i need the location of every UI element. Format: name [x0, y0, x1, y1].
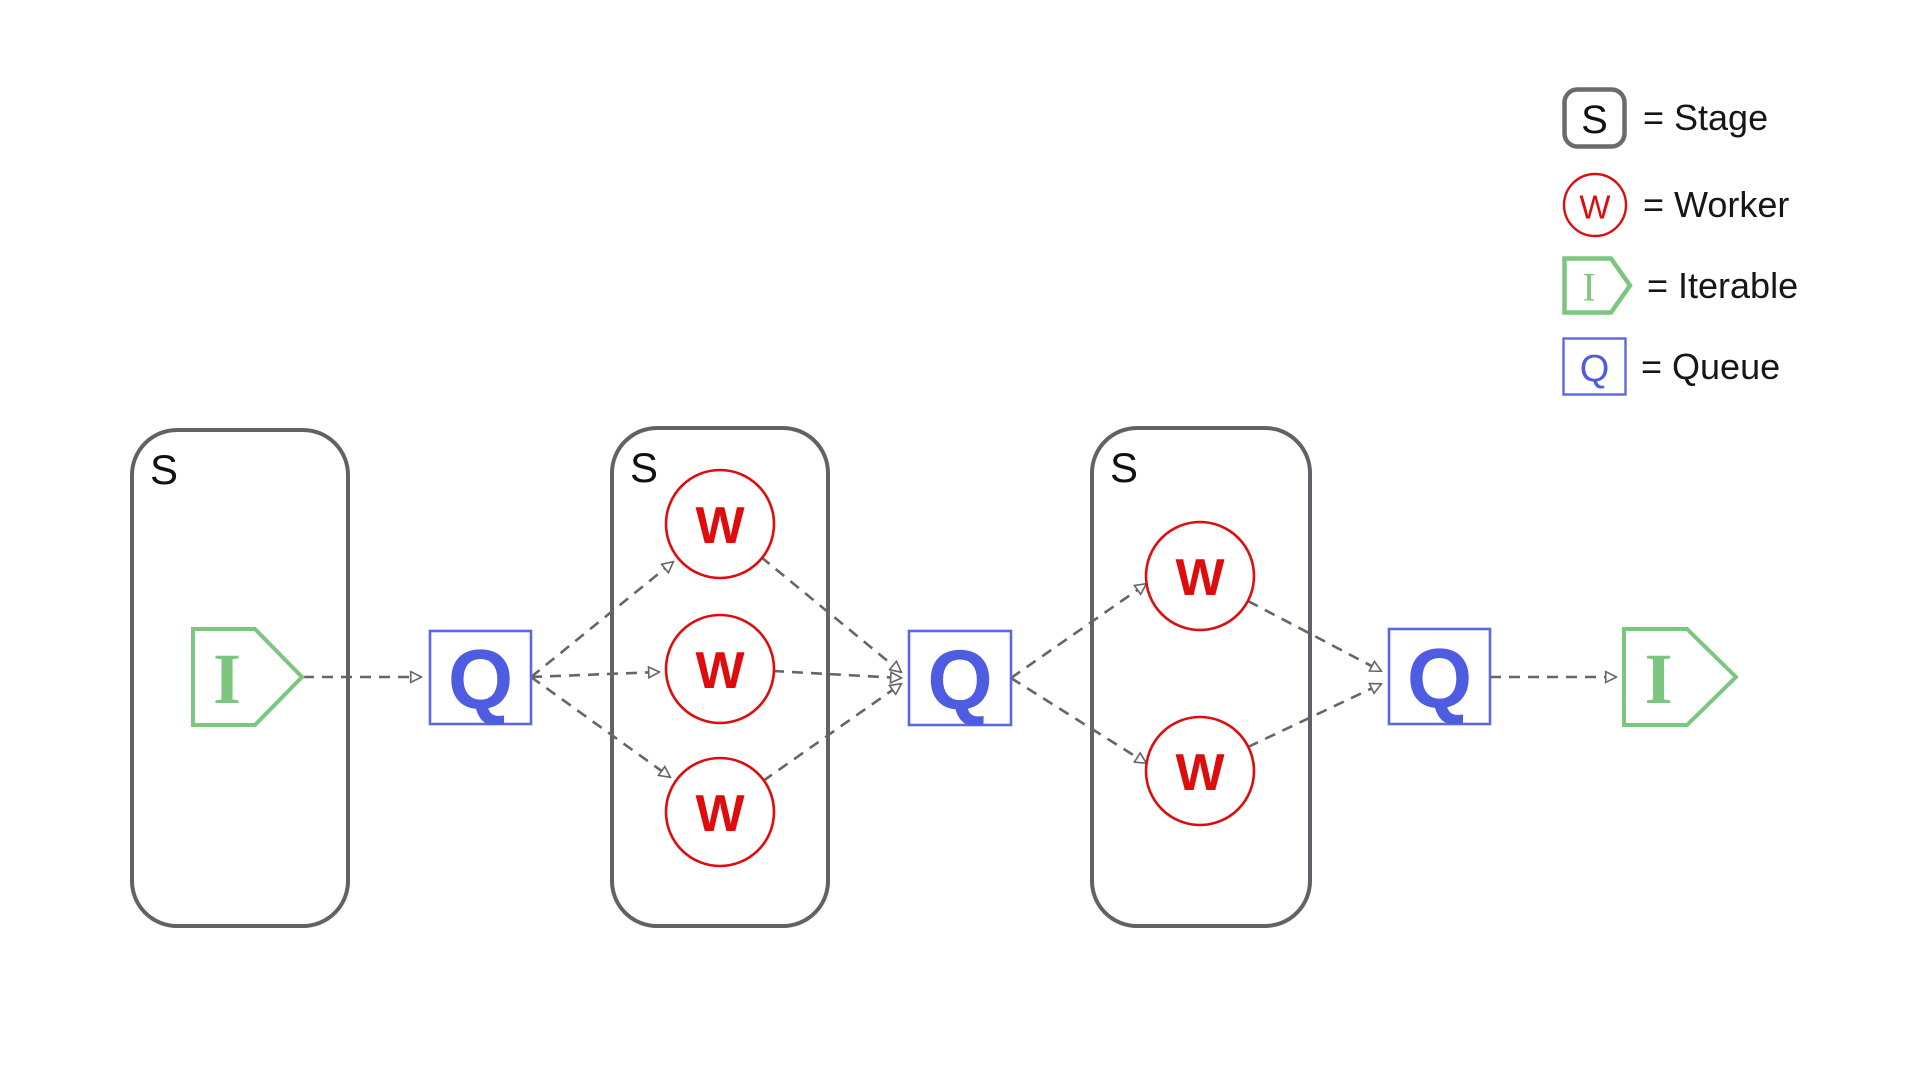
worker-letter: W [695, 497, 745, 555]
stage-label: S [630, 444, 658, 491]
queue-letter: Q [448, 633, 513, 727]
flow-arrow [1247, 684, 1381, 749]
iterable-letter: I [213, 639, 241, 719]
flow-arrow [530, 675, 670, 777]
flow-arrow [772, 669, 901, 678]
worker-node [1144, 520, 1256, 632]
flow-arrow [762, 684, 901, 783]
stage-label: S [1110, 444, 1138, 491]
iterable-node [191, 627, 305, 727]
queue-letter: Q [927, 633, 992, 727]
flow-arrow [1010, 676, 1146, 763]
worker-letter: W [1175, 549, 1225, 607]
worker-node [664, 613, 776, 725]
worker-node [664, 468, 776, 580]
flow-arrow [530, 562, 673, 679]
flow-arrow [1247, 599, 1381, 673]
worker-node [664, 756, 776, 868]
iterable-node [1622, 627, 1739, 727]
queue-node [907, 629, 1013, 727]
worker-node [1144, 715, 1256, 827]
worker-letter: W [1175, 744, 1225, 802]
queue-letter: Q [1407, 632, 1472, 726]
queue-node [428, 629, 533, 726]
worker-letter: W [695, 642, 745, 700]
iterable-letter: I [1644, 639, 1672, 719]
stage-label: S [150, 446, 178, 493]
flow-arrow [1010, 584, 1146, 680]
queue-node [1387, 627, 1492, 726]
worker-letter: W [695, 785, 745, 843]
stage-box [1090, 426, 1312, 928]
flow-arrow [530, 672, 659, 677]
